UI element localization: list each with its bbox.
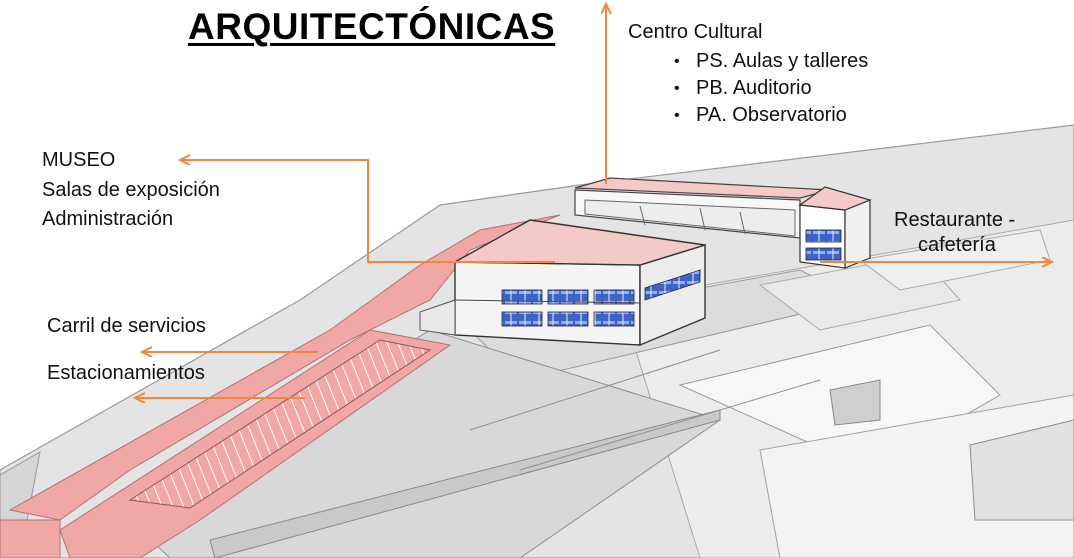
restaurante-label: Restaurante - — [894, 209, 1016, 231]
list-item: PS. Aulas y talleres — [660, 48, 868, 75]
cafeteria-label: cafetería — [918, 234, 996, 256]
centro-cultural-heading: Centro Cultural — [628, 21, 763, 43]
museum-building — [419, 219, 706, 347]
service-lane — [0, 214, 561, 558]
restaurant-building — [798, 186, 872, 269]
estacionamientos-label: Estacionamientos — [47, 362, 205, 384]
museo-admin-label: Administración — [42, 208, 174, 230]
list-item: PA. Observatorio — [660, 102, 868, 129]
museo-label: MUSEO — [42, 149, 116, 171]
list-item: PB. Auditorio — [660, 75, 868, 102]
annotation-arrows — [135, 4, 1052, 398]
carril-label: Carril de servicios — [47, 315, 206, 337]
parking-area — [59, 329, 452, 558]
museo-salas-label: Salas de exposición — [42, 179, 220, 201]
museo-arrow — [180, 160, 555, 263]
centro-cultural-list: PS. Aulas y talleres PB. Auditorio PA. O… — [660, 48, 868, 129]
page-title: ARQUITECTÓNICAS — [188, 6, 556, 47]
